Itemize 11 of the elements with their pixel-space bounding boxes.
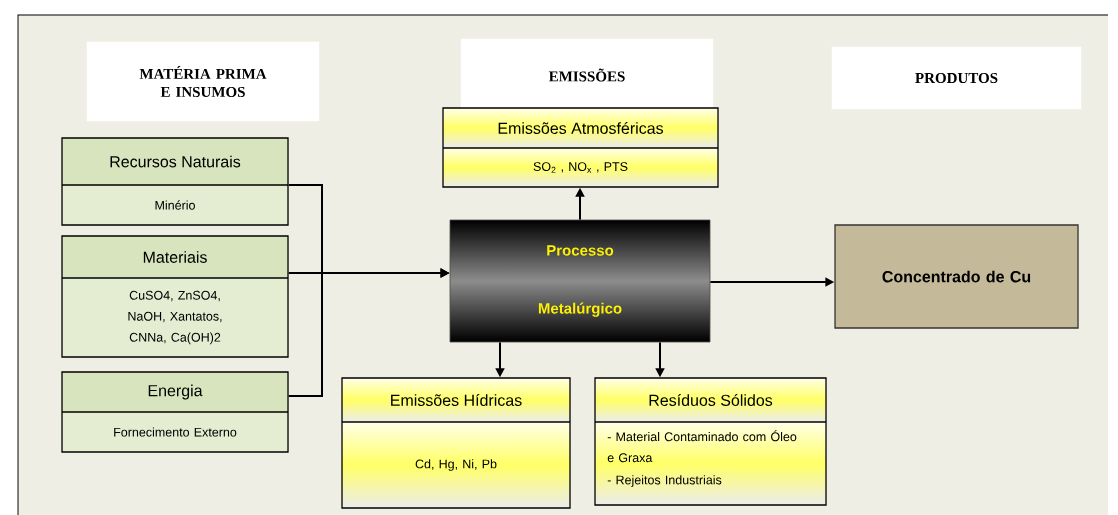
process-box: Processo Metalúrgico xyxy=(449,219,711,343)
product-box: Concentrado de Cu xyxy=(834,224,1079,329)
column-heading-box: MATÉRIA PRIMA E INSUMOS xyxy=(86,41,320,122)
output-box: Emissões Hídricas Cd, Hg, Ni, Pb xyxy=(341,377,571,509)
column-heading-box: EMISSÕES xyxy=(460,38,714,112)
input-box: Recursos Naturais Minério xyxy=(61,137,289,226)
output-box: Emissões Atmosféricas SO$_{2}$ , NO$_{x}$ , PTS xyxy=(442,107,719,188)
output-box: Resíduos Sólidos - Material Contaminado com Óleo e Graxa - Rejeitos Industriais xyxy=(594,377,827,506)
input-box: Materiais CuSO4, ZnSO4, NaOH, Xantatos, CNNa, Ca(OH)2 xyxy=(61,235,289,358)
input-box: Energia Fornecimento Externo xyxy=(61,371,289,453)
column-heading-box: PRODUTOS xyxy=(831,46,1082,110)
